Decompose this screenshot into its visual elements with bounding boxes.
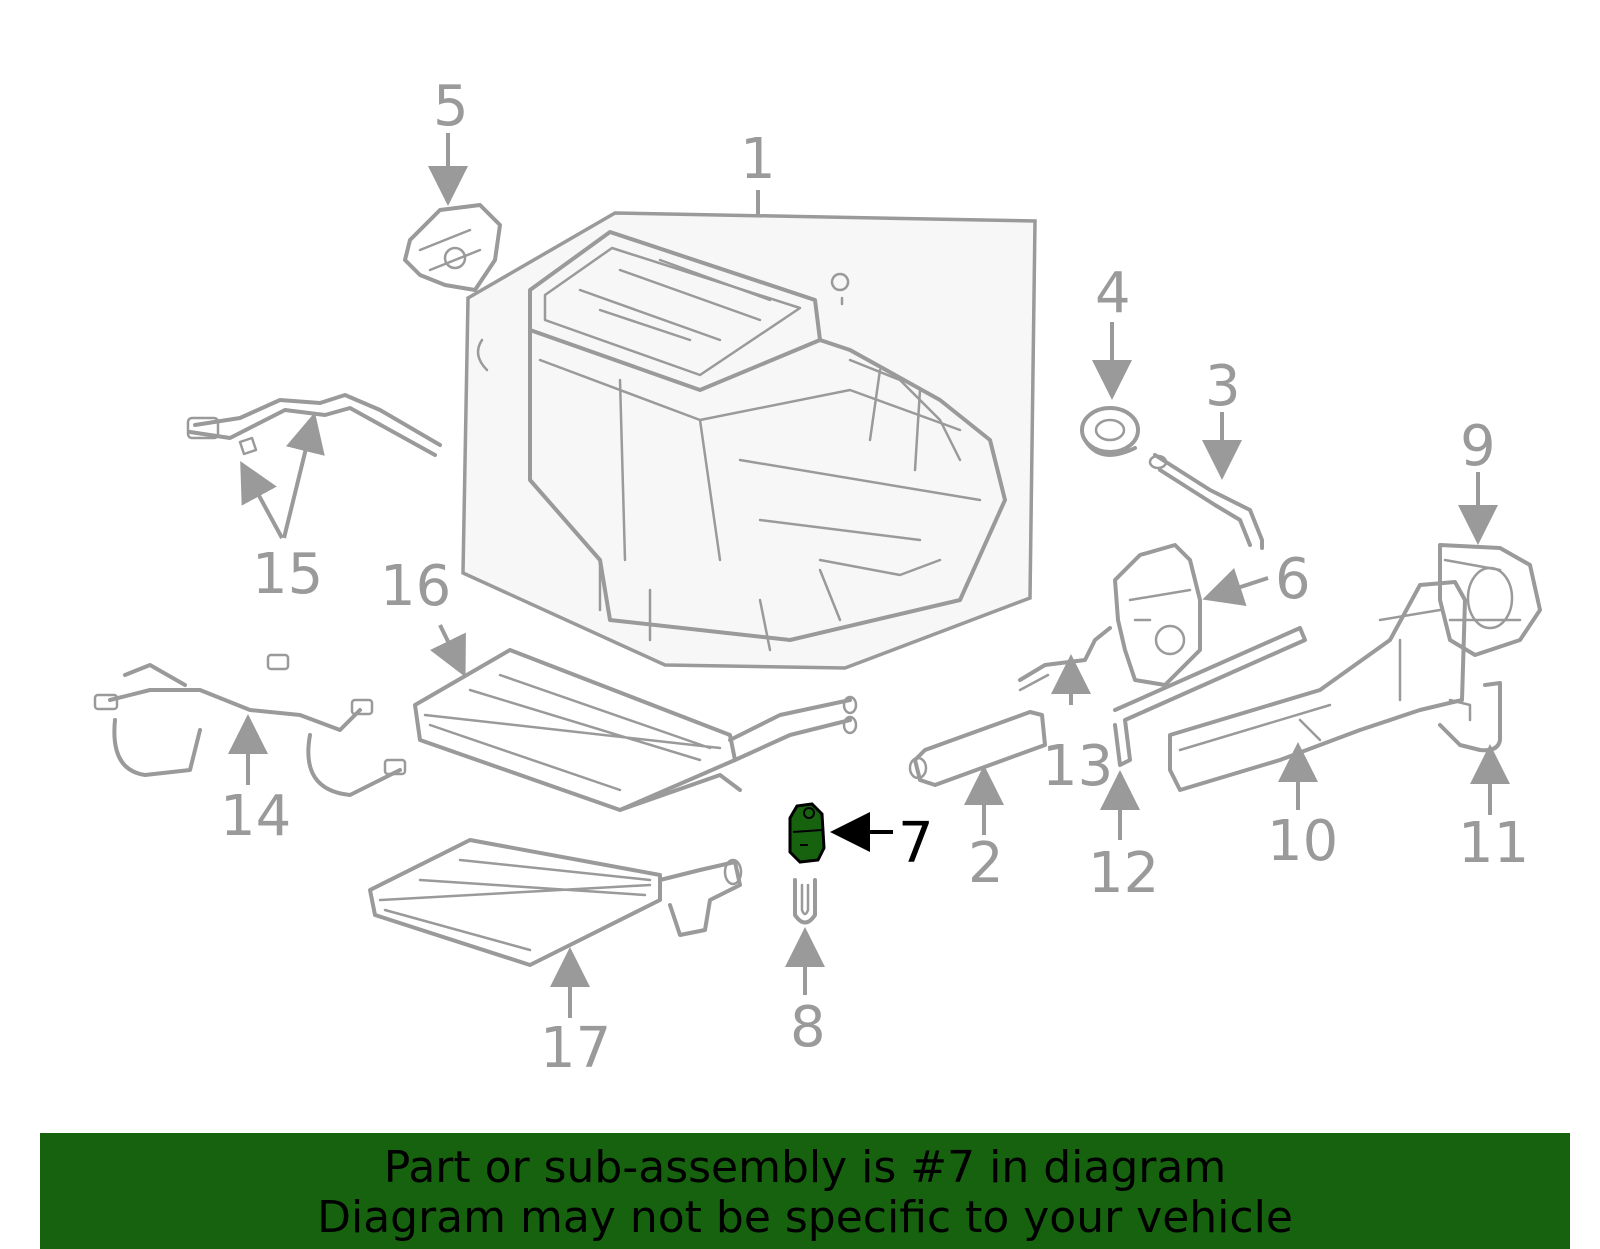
- part-10-duct: [1168, 580, 1467, 792]
- part-4-grommet: [1080, 406, 1140, 457]
- part-8-clip: [793, 878, 817, 925]
- part-7-expansion-valve-highlighted: [788, 802, 826, 864]
- callout-15: 15: [252, 542, 323, 607]
- part-3-hose: [1148, 453, 1264, 550]
- callout-16: 16: [380, 554, 451, 619]
- callout-6: 6: [1275, 547, 1311, 612]
- callout-1: 1: [740, 127, 776, 192]
- info-banner: Part or sub-assembly is #7 in diagram Di…: [40, 1133, 1570, 1249]
- part-11-bracket: [1438, 681, 1502, 753]
- callout-8: 8: [790, 995, 826, 1060]
- banner-line-2: Diagram may not be specific to your vehi…: [317, 1192, 1293, 1243]
- callout-9: 9: [1460, 414, 1496, 479]
- banner-line-1: Part or sub-assembly is #7 in diagram: [383, 1142, 1227, 1193]
- leader-lines: [228, 133, 1510, 1018]
- part-15-harness: [186, 393, 442, 457]
- callout-3: 3: [1205, 354, 1241, 419]
- callout-4: 4: [1095, 261, 1131, 326]
- callout-17: 17: [540, 1016, 611, 1081]
- callout-2: 2: [968, 831, 1004, 896]
- callout-12: 12: [1088, 841, 1159, 906]
- part-5-cover: [403, 203, 502, 292]
- part-14-harness: [93, 653, 407, 797]
- part-13-rod: [1018, 626, 1112, 692]
- callout-11: 11: [1458, 811, 1529, 876]
- part-1-heater-unit: [461, 211, 1037, 670]
- callout-5: 5: [433, 74, 469, 139]
- part-17-evaporator: [368, 838, 743, 967]
- part-2-filter: [908, 710, 1047, 787]
- callout-7: 7: [898, 811, 934, 876]
- part-9-housing: [1438, 543, 1542, 657]
- callout-10: 10: [1267, 809, 1338, 874]
- callout-13: 13: [1042, 734, 1113, 799]
- part-12-link: [1113, 626, 1307, 767]
- callout-14: 14: [220, 784, 291, 849]
- callout-labels: 1 2 3 4 5 6 7 8 9 10 11 12 13 14 15 16 1…: [220, 74, 1529, 1081]
- part-6-actuator: [1113, 543, 1202, 687]
- part-16-heater-core: [413, 648, 858, 812]
